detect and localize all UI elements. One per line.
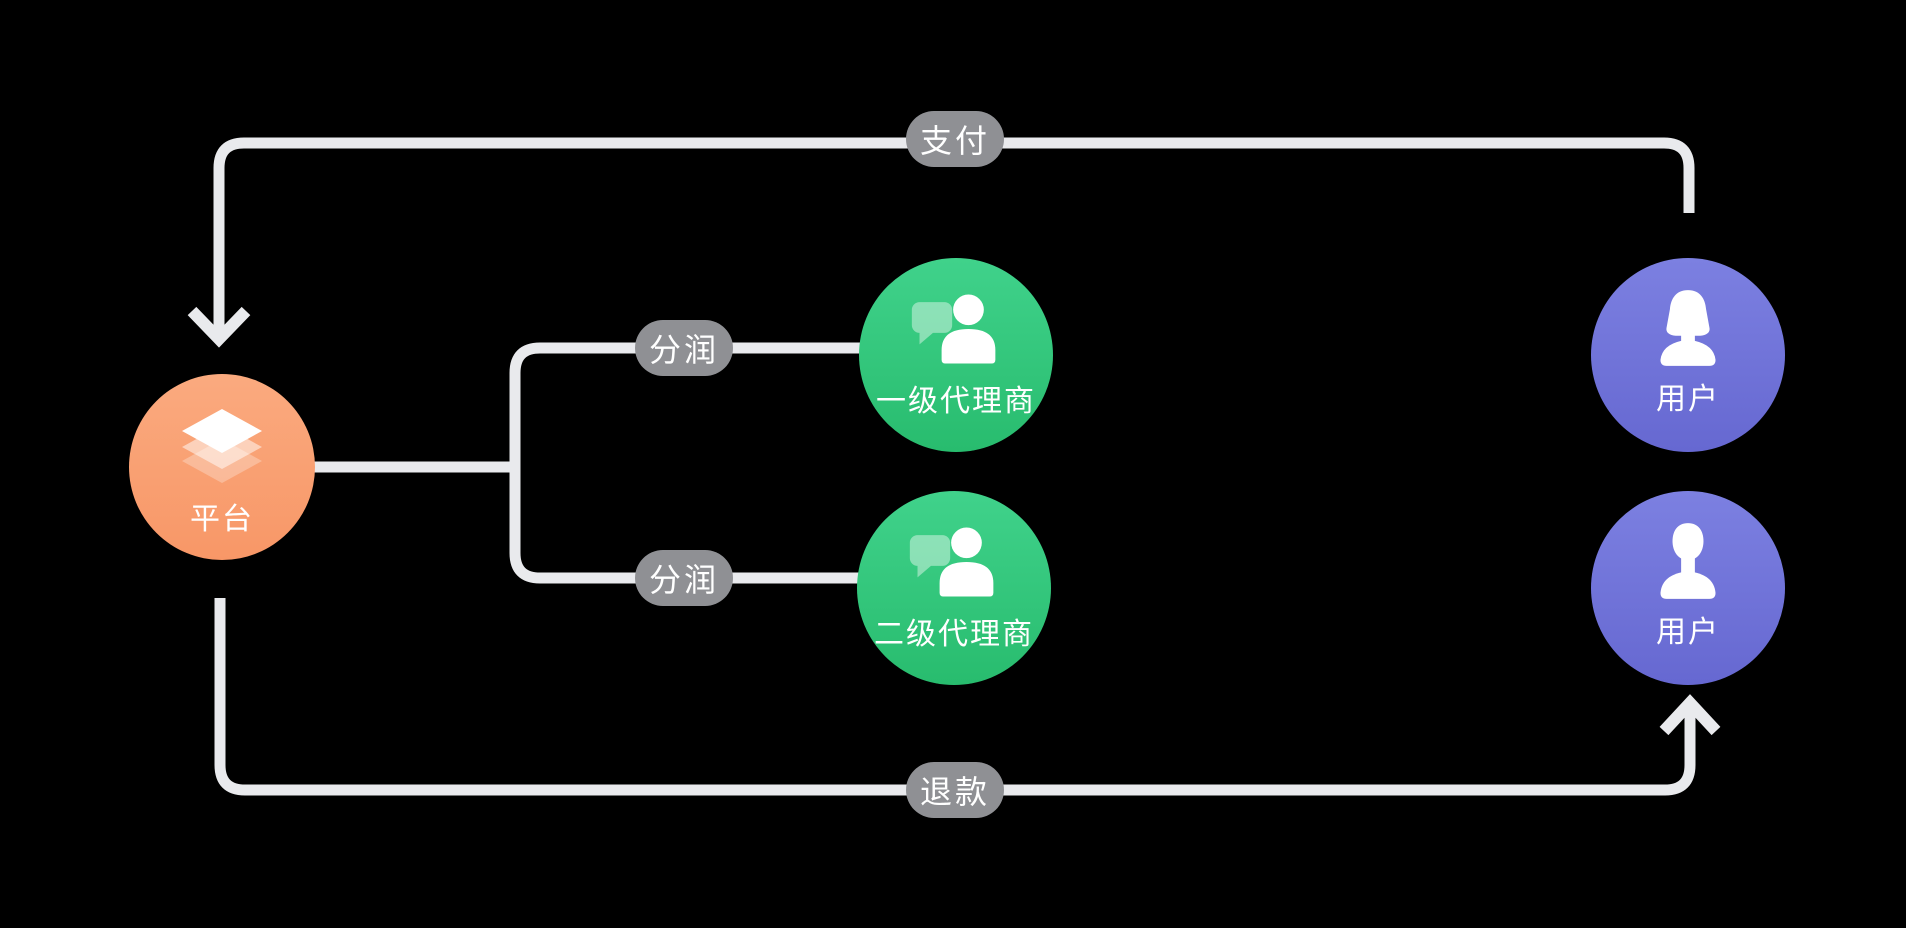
node-user-top: 用户 <box>1591 258 1785 452</box>
platform-label: 平台 <box>190 503 254 536</box>
down-arrow-icon <box>187 306 251 348</box>
agent-person-icon <box>911 294 996 364</box>
up-arrow-icon <box>1659 694 1721 736</box>
node-user-bottom: 用户 <box>1591 491 1785 685</box>
profit-branch-line <box>509 342 862 584</box>
refund-label-text: 退款 <box>919 774 990 810</box>
profit-share-1-text: 分润 <box>648 332 719 368</box>
edge-label-profit-share-2: 分润 <box>635 550 733 606</box>
node-platform: 平台 <box>129 374 315 560</box>
user2-label: 用户 <box>1656 616 1720 649</box>
agent-person-icon <box>909 527 994 597</box>
user1-label: 用户 <box>1656 383 1720 416</box>
agent1-label: 一级代理商 <box>876 385 1036 418</box>
layers-icon <box>182 409 262 483</box>
edge-label-pay: 支付 <box>906 111 1004 167</box>
edge-label-profit-share-1: 分润 <box>635 320 733 376</box>
profit-share-2-text: 分润 <box>648 562 719 598</box>
node-agent-level2: 二级代理商 <box>857 491 1051 685</box>
agent2-label: 二级代理商 <box>874 618 1034 651</box>
node-agent-level1: 一级代理商 <box>859 258 1053 452</box>
female-user-icon <box>1660 290 1716 366</box>
edge-label-refund: 退款 <box>906 762 1004 818</box>
pay-label-text: 支付 <box>919 123 990 159</box>
male-user-icon <box>1660 523 1716 599</box>
